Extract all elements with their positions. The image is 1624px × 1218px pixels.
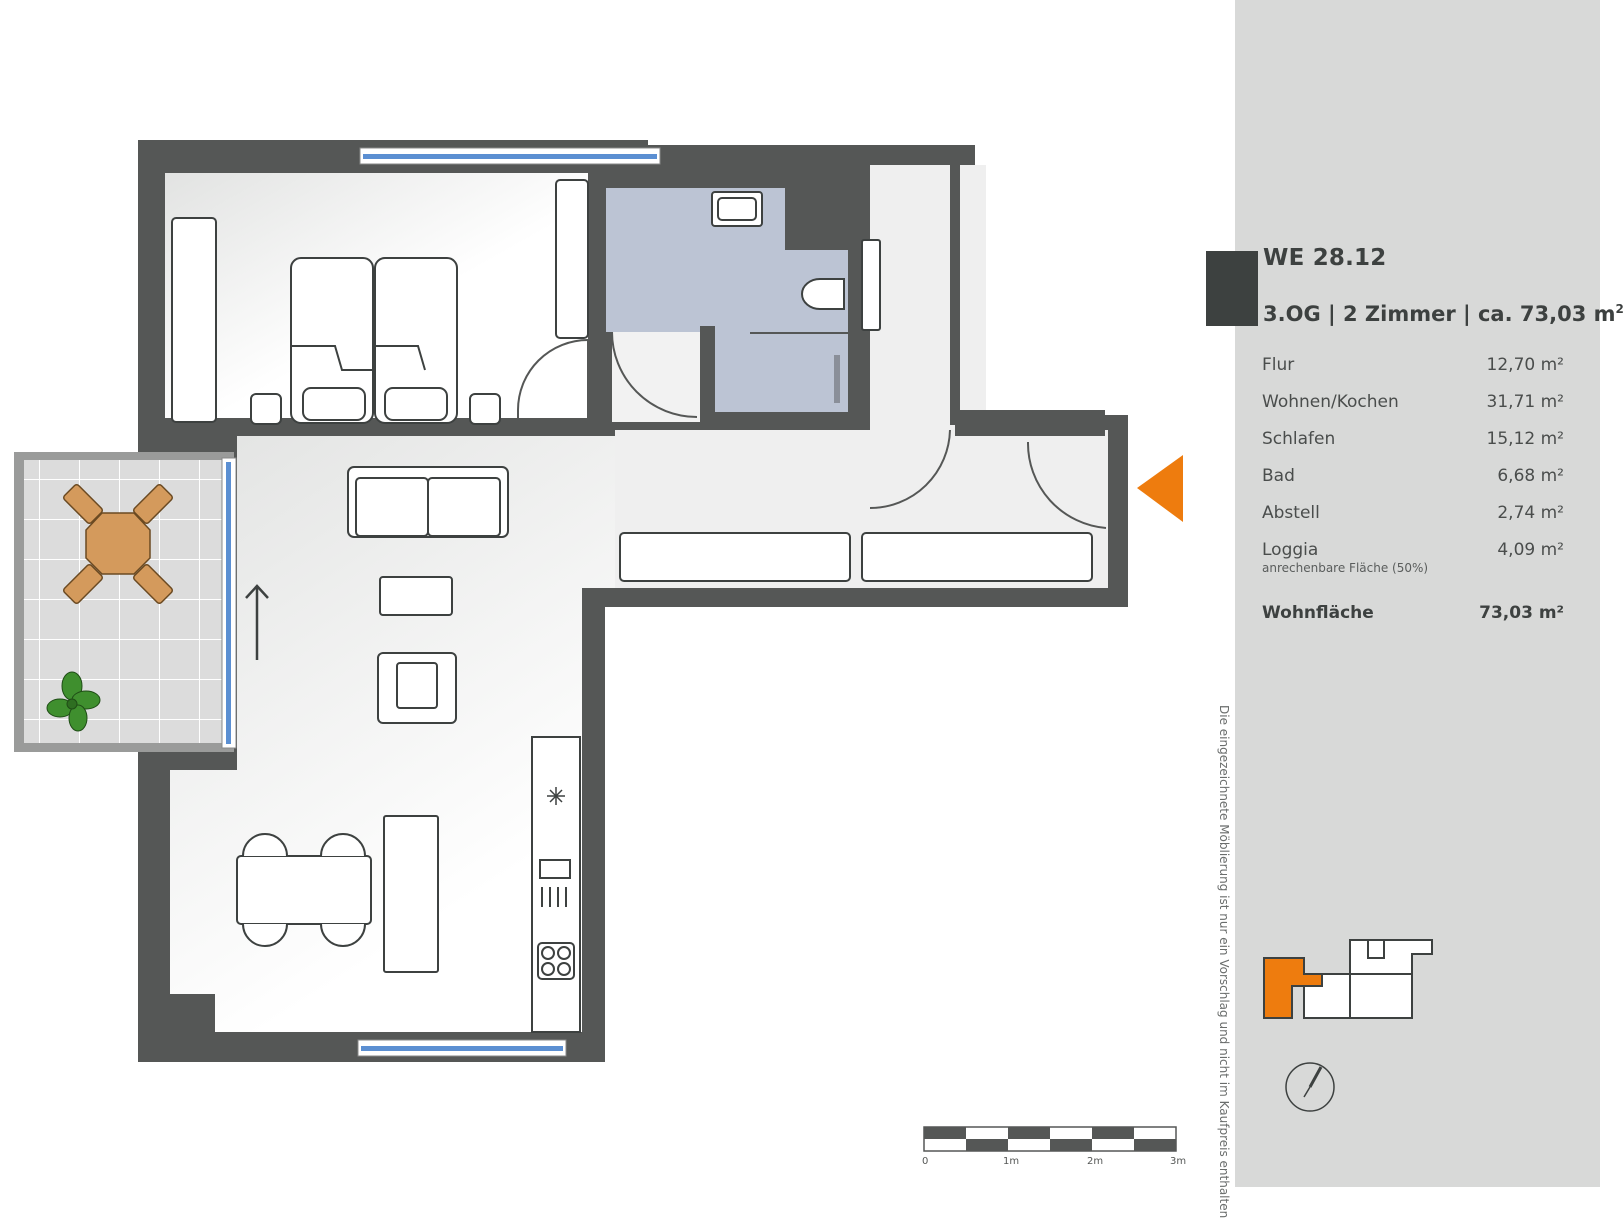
room-row: Abstell 2,74 m² (1262, 503, 1574, 540)
floor-plan (14, 140, 1183, 1062)
shower-handle (834, 355, 840, 403)
room-row: Schlafen 15,12 m² (1262, 429, 1574, 466)
room-area: 4,09 m² (1497, 540, 1564, 560)
unit-title: WE 28.12 (1263, 245, 1387, 271)
fan-icon (547, 787, 565, 805)
doors (517, 331, 1107, 529)
room-name: Flur (1262, 355, 1295, 375)
room-name: Bad (1262, 466, 1295, 486)
room-area: 2,74 m² (1497, 503, 1564, 523)
room-row: Flur 12,70 m² (1262, 355, 1574, 392)
unit-subtitle: 3.OG | 2 Zimmer | ca. 73,03 m2 (1263, 302, 1624, 326)
scale-tick-label: 2m (1087, 1156, 1103, 1167)
room-area-list: Flur 12,70 m² Wohnen/Kochen 31,71 m² Schla… (1262, 355, 1574, 640)
room-area: 12,70 m² (1486, 355, 1564, 375)
furniture-disclaimer: Die eingezeichnete Möblierung ist nur ei… (1217, 705, 1231, 1218)
dining-set-icon (62, 483, 174, 605)
info-sidebar (1235, 0, 1600, 1187)
loggia (14, 452, 234, 752)
unit-subtitle-text: 3.OG | 2 Zimmer | ca. 73,03 m (1263, 302, 1616, 326)
room-name: Abstell (1262, 503, 1320, 523)
total-area: 73,03 m² (1479, 603, 1564, 623)
room-area: 15,12 m² (1486, 429, 1564, 449)
total-label: Wohnfläche (1262, 603, 1374, 623)
living-furniture (236, 466, 1093, 973)
room-area: 6,68 m² (1497, 466, 1564, 486)
room-name: Schlafen (1262, 429, 1336, 449)
compass-icon (1285, 1062, 1335, 1112)
entrance-arrow-icon (1137, 455, 1183, 522)
room-area: 31,71 m² (1486, 392, 1564, 412)
room-row: Bad 6,68 m² (1262, 466, 1574, 503)
direction-arrow-icon (245, 584, 269, 660)
room-row: Loggia 4,09 m² anrechenbare Fläche (50%) (1262, 540, 1574, 595)
scale-bar: 0 1m 2m 3m (922, 1126, 1186, 1167)
windows (221, 147, 661, 1057)
total-area-row: Wohnfläche 73,03 m² (1262, 603, 1574, 640)
unit-marker-bar (1206, 251, 1258, 326)
room-name: Wohnen/Kochen (1262, 392, 1399, 412)
plant-icon (46, 671, 101, 732)
room-row: Wohnen/Kochen 31,71 m² (1262, 392, 1574, 429)
scale-tick-label: 1m (1003, 1156, 1019, 1167)
unit-subtitle-sup: 2 (1615, 302, 1624, 316)
room-note: anrechenbare Fläche (50%) (1262, 561, 1429, 575)
building-keyplan (1263, 939, 1433, 1019)
bath-fixtures (711, 191, 881, 331)
bedroom-furniture (171, 179, 589, 425)
kitchen-counter (531, 736, 581, 1033)
room-name: Loggia (1262, 540, 1319, 560)
scale-tick-label: 3m (1170, 1156, 1186, 1167)
scale-tick-label: 0 (922, 1156, 928, 1167)
